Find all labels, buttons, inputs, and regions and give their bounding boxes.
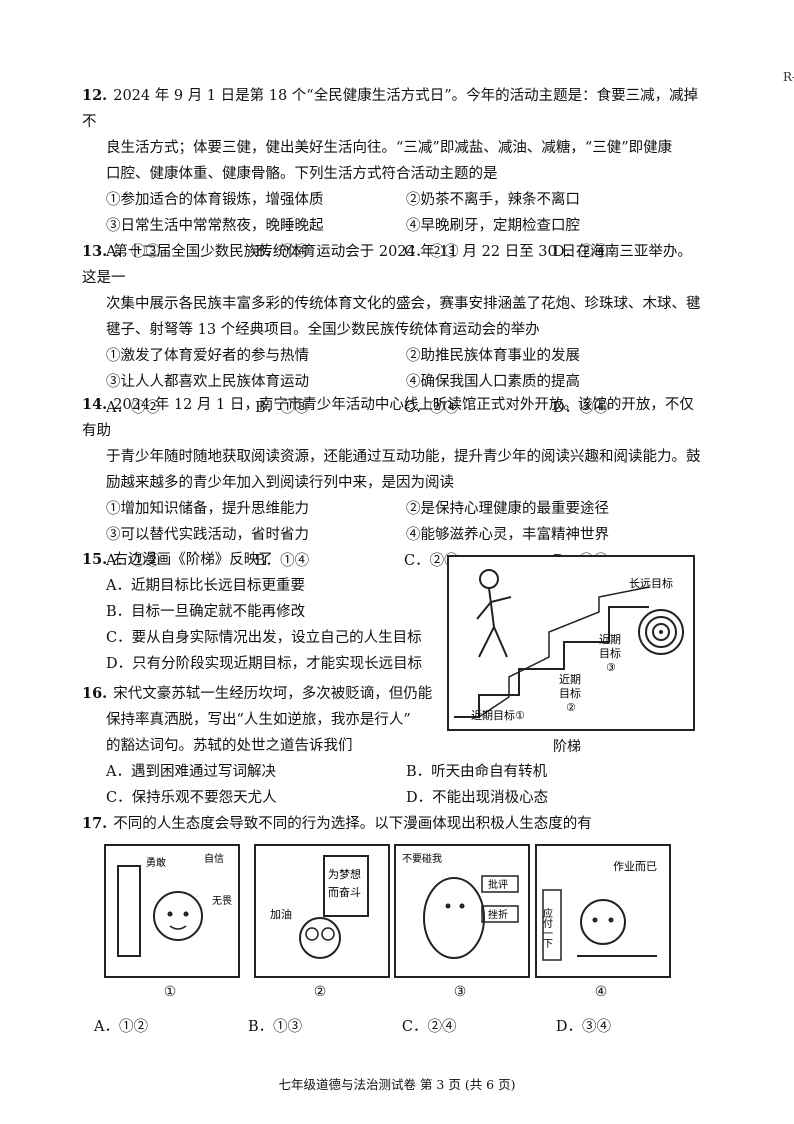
question-16: 16. 宋代文豪苏轼一生经历坎坷，多次被贬谪，但仍能 保持率真洒脱，写出“人生如逆… [82,681,702,811]
stem-line: 不同的人生态度会导致不同的行为选择。以下漫画体现出积极人生态度的有 [113,816,592,832]
item: ④早晚刷牙，定期检查口腔 [406,218,580,234]
option-c: C．②④ [401,1019,457,1035]
near-goal-1-label: 近期目标① [471,708,525,722]
stem-line: 次集中展示各民族丰富多彩的传统体育文化的盛会，赛事安排涵盖了花炮、珍珠球、木球、… [106,296,701,312]
figure-caption: 阶梯 [553,739,581,755]
question-14: 14.2024 年 12 月 1 日，南宁市青少年活动中心线上听读馆正式对外开放… [82,392,702,574]
comic-panel-1: 勇敢 自信 无畏 [104,844,240,978]
comic-2-text: 而奋斗 [328,885,361,899]
comic-4-text: 作业而已 [613,860,657,873]
comic-1-text: 无畏 [212,895,232,907]
option-b: B．目标一旦确定就不能再修改 [106,604,306,620]
stem-line: 口腔、健康体重、健康骨骼。下列生活方式符合活动主题的是 [106,166,498,182]
question-number: 14. [82,396,108,413]
comic-label-4: ④ [594,984,608,1000]
item: ③可以替代实践活动，省时省力 [106,527,309,543]
comic-3-text: 挫折 [488,908,508,921]
page-footer: 七年级道德与法治测试卷 第 3 页 (共 6 页) [278,1077,516,1092]
comic-2-text: 加油 [270,907,292,921]
question-number: 12. [82,87,108,104]
comic-1-text: 自信 [204,852,224,865]
item: ②是保持心理健康的最重要途径 [406,501,609,517]
comic-panel-3: 不要碰我 批评 挫折 [394,844,530,978]
option-b: B．听天由命自有转机 [406,764,548,780]
option-a: A．①③ [106,244,160,260]
near-goal-3-label: 近期 [599,633,621,646]
stem-line: 右边漫画《阶梯》反映了 [113,552,273,568]
comic-3-text: 批评 [488,878,508,891]
item: ④确保我国人口素质的提高 [406,374,580,390]
comic-label-1: ① [163,984,177,1000]
stem-line: 2024 年 12 月 1 日，南宁市青少年活动中心线上听读馆正式对外开放。该馆… [82,397,694,439]
option-c: C．②④ [404,400,459,416]
stem-line: 保持率真洒脱，写出“人生如逆旅，我亦是行人” [106,712,411,728]
staircase-illustration: 长远目标 近期 目标 ③ 近期 目标 ② 近期目标① [454,569,684,722]
option-d: D．只有分阶段实现近期目标，才能实现长远目标 [106,656,423,672]
option-a: A．近期目标比长远目标更重要 [106,578,305,594]
item: ①增加知识储备，提升思维能力 [106,501,309,517]
option-a: A．遇到困难通过写词解决 [106,764,276,780]
question-17: 17. 不同的人生态度会导致不同的行为选择。以下漫画体现出积极人生态度的有 [82,811,702,837]
option-c: C．②③ [404,244,459,260]
option-b: B．①④ [255,553,310,569]
question-number: 17. [82,815,108,832]
option-d: D．②④ [553,244,609,260]
stem-line: 宋代文豪苏轼一生经历坎坷，多次被贬谪，但仍能 [113,686,433,702]
stem-line: 的豁达词句。苏轼的处世之道告诉我们 [106,738,353,754]
comic-1-text: 勇敢 [146,856,166,869]
stem-line: 2024 年 9 月 1 日是第 18 个“全民健康生活方式日”。今年的活动主题… [82,88,699,130]
stem-line: 于青少年随时随地获取阅读资源，还能通过互动功能，提升青少年的阅读兴趣和阅读能力。… [106,449,701,465]
near-goal-3-label: 目标 [599,646,621,660]
comic-4-text: 应付一下 [541,907,553,949]
comic-panel-2: 为梦想 而奋斗 加油 [254,844,390,978]
comic-panel-4: 作业而已 应付一下 [535,844,671,978]
option-a: A．①② [94,1019,148,1035]
long-term-goal-label: 长远目标 [629,576,673,590]
stem-line: 第十二届全国少数民族传统体育运动会于 2024 年 11 月 22 日至 30 … [82,244,692,286]
question-number: 15. [82,551,108,568]
edge-mark: R- [783,70,794,84]
item: ①激发了体育爱好者的参与热情 [106,348,309,364]
question-15: 15. 右边漫画《阶梯》反映了 A．近期目标比长远目标更重要 B．目标一旦确定就不… [82,547,442,677]
question-number: 16. [82,685,108,702]
question-number: 13. [82,243,108,260]
option-d: D．③④ [553,400,609,416]
stem-line: 毽子、射弩等 13 个经典项目。全国少数民族传统体育运动会的举办 [106,322,540,338]
item: ①参加适合的体育锻炼，增强体质 [106,192,324,208]
item: ②奶茶不离手，辣条不离口 [406,192,580,208]
item: ②助推民族体育事业的发展 [406,348,580,364]
item: ③日常生活中常常熬夜，晚睡晚起 [106,218,324,234]
option-a: A．①② [106,400,160,416]
question-12: 12.2024 年 9 月 1 日是第 18 个“全民健康生活方式日”。今年的活… [82,83,702,265]
near-goal-2-label: 近期 [559,673,581,686]
near-goal-3-number: ③ [606,661,616,674]
option-d: D．不能出现消极心态 [406,790,549,806]
comic-label-2: ② [313,984,327,1000]
item: ③让人人都喜欢上民族体育运动 [106,374,309,390]
question-17-options: A．①② B．①③ C．②④ D．③④ [82,1014,702,1040]
comic-3-text: 不要碰我 [402,852,442,865]
near-goal-2-label: 目标 [559,686,581,700]
near-goal-2-number: ② [566,701,576,714]
option-b: B．①④ [255,244,310,260]
option-c: C．②③ [404,553,459,569]
option-c: C．要从自身实际情况出发，设立自己的人生目标 [106,630,422,646]
option-a: A．①② [106,553,160,569]
question-13: 13.第十二届全国少数民族传统体育运动会于 2024 年 11 月 22 日至 … [82,239,702,421]
item: ④能够滋养心灵，丰富精神世界 [406,527,609,543]
option-d: D．③④ [555,1019,611,1035]
stem-line: 励越来越多的青少年加入到阅读行列中来，是因为阅读 [106,475,454,491]
option-b: B．①③ [255,400,310,416]
comic-2-text: 为梦想 [328,867,361,881]
option-c: C．保持乐观不要怨天尤人 [106,790,277,806]
staircase-cartoon: 长远目标 近期 目标 ③ 近期 目标 ② 近期目标① [447,555,695,731]
comic-label-3: ③ [453,984,467,1000]
option-b: B．①③ [247,1019,303,1035]
stem-line: 良生活方式；体要三健，健出美好生活向往。“三减”即减盐、减油、减糖，“三健”即健… [106,140,673,156]
